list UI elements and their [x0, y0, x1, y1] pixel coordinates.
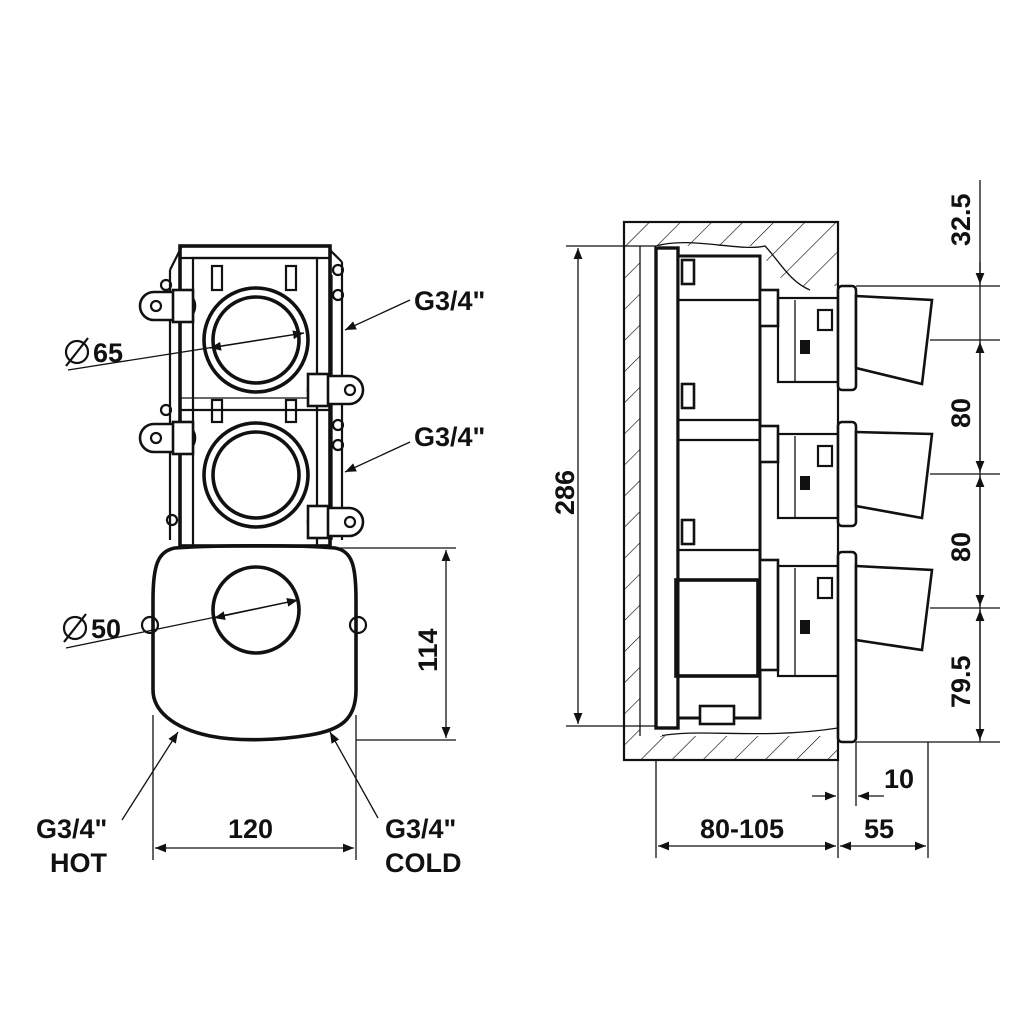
bottom-offset-label: 79.5: [946, 655, 976, 708]
handle-diameter-label: 50: [91, 614, 121, 644]
outlet-top-callout: G3/4": [344, 286, 485, 331]
diameter-symbol: [62, 615, 88, 641]
lower-port: [202, 421, 310, 529]
wall-depth-label: 80-105: [700, 814, 784, 844]
spacing-lower-label: 80: [946, 532, 976, 562]
right-vertical-dimensions: 32.5 80 80 79.5: [856, 180, 1000, 743]
port-diameter-label: 65: [93, 338, 123, 368]
hot-label: HOT: [50, 848, 108, 878]
diameter-symbol: [64, 339, 90, 365]
plate-thickness-label: 10: [884, 764, 914, 794]
plate-width-dimension: 120: [152, 715, 357, 860]
mounting-lugs: [138, 288, 365, 540]
cartridges: [776, 296, 840, 678]
cold-label: COLD: [385, 848, 462, 878]
outlet-middle-label: G3/4": [414, 422, 485, 452]
overall-height-label: 286: [550, 470, 580, 515]
top-offset-label: 32.5: [946, 193, 976, 246]
plate-height-dimension: 114: [340, 547, 456, 741]
plate-width-label: 120: [228, 814, 273, 844]
outlet-middle-callout: G3/4": [344, 422, 485, 473]
bottom-horizontal-dimensions: 80-105 55 10: [655, 742, 929, 858]
handle-circle: [211, 565, 301, 655]
handle-diameter-dimension: 50: [62, 598, 299, 649]
projection-label: 55: [864, 814, 894, 844]
cold-inlet-callout: G3/4" COLD: [329, 731, 462, 878]
hot-inlet-callout: G3/4" HOT: [36, 731, 179, 878]
cover-plate: [140, 543, 368, 742]
front-view: 65 50 G3/4" G3/4" 114: [36, 244, 485, 878]
handles-side: [836, 284, 934, 744]
valve-body-side: [654, 246, 780, 730]
spacing-upper-label: 80: [946, 398, 976, 428]
outlet-top-label: G3/4": [414, 286, 485, 316]
hot-thread-label: G3/4": [36, 814, 107, 844]
side-view: 286 32.5 80 80 79.5: [550, 180, 1000, 858]
cold-thread-label: G3/4": [385, 814, 456, 844]
plate-height-label: 114: [413, 628, 443, 672]
overall-height-dimension: 286: [550, 245, 656, 727]
port-diameter-dimension: 65: [64, 330, 305, 371]
